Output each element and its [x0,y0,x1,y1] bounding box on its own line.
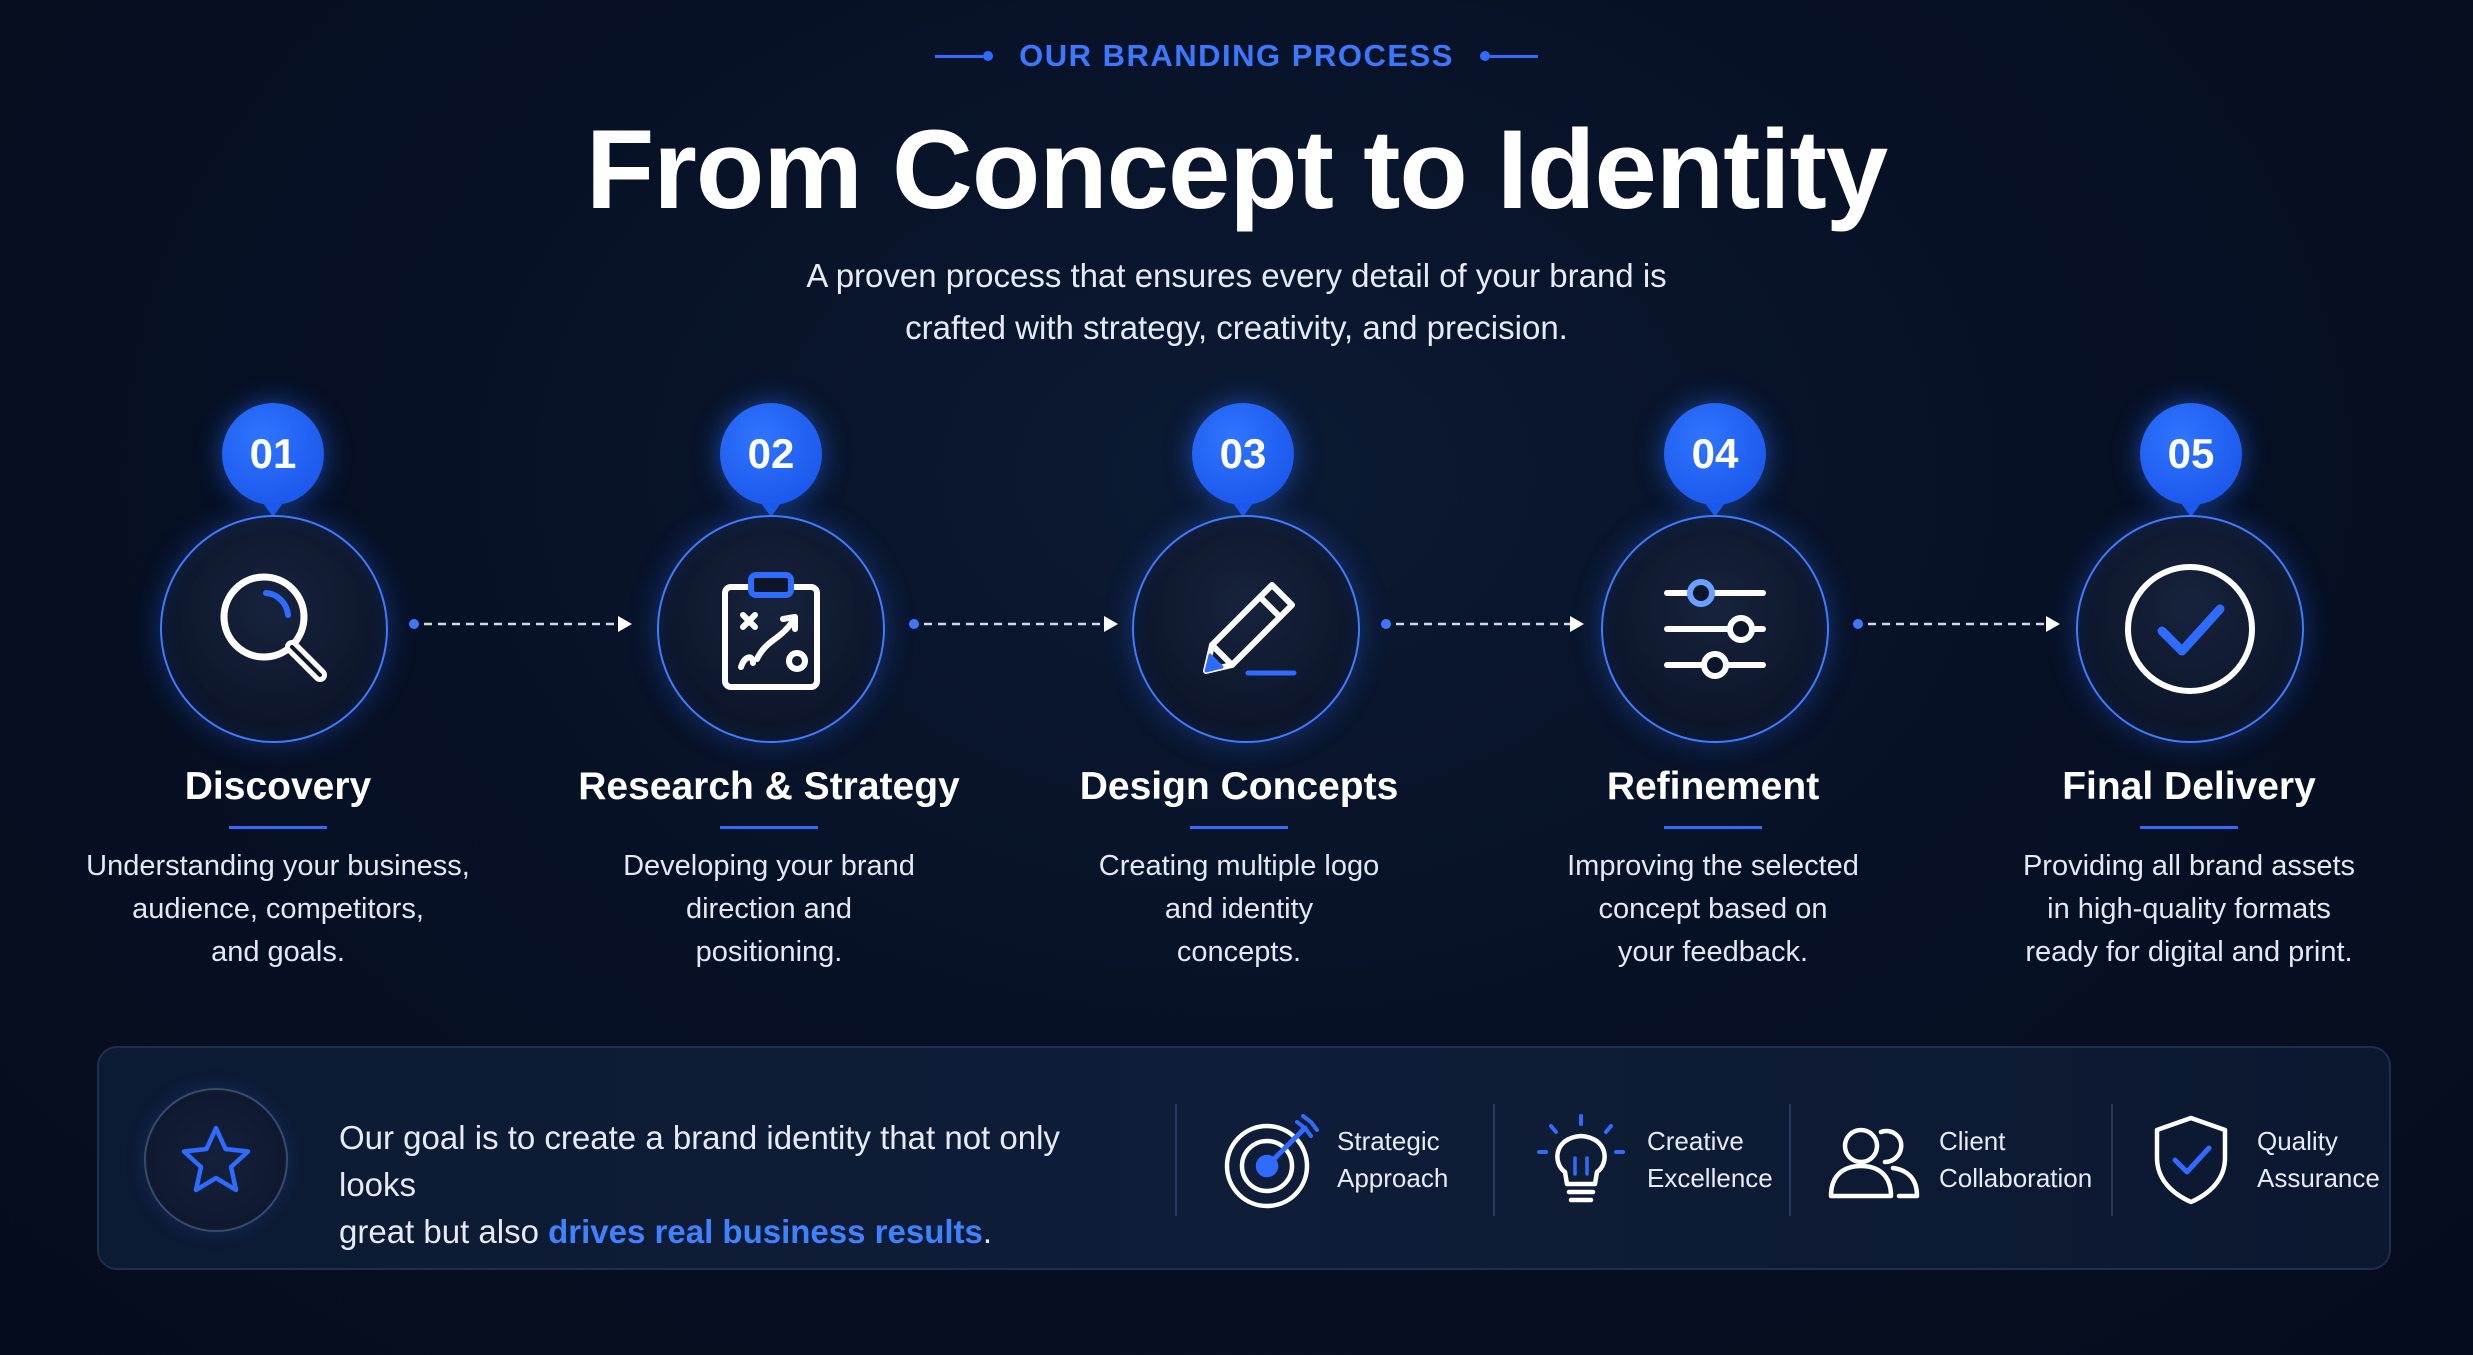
step-desc-line: and goals. [211,936,345,968]
step-icon-circle [657,515,885,743]
users-icon [1828,1127,1920,1199]
goal-line-2-prefix: great but also [339,1213,549,1250]
clipboard-strategy-icon [722,572,820,690]
step-description: Developing your brand direction and posi… [539,845,999,974]
connector-arrow [409,616,632,632]
feature-label: Strategic Approach [1337,1123,1448,1197]
divider [2111,1104,2113,1216]
goal-line-2: great but also drives real business resu… [339,1208,1139,1255]
checkmark-circle-icon [2125,564,2255,694]
feature-label: Client Collaboration [1939,1123,2092,1197]
step-description: Providing all brand assets in high-quali… [1959,845,2419,974]
connector-arrow [1381,616,1584,632]
eyebrow-right-line [1479,51,1538,61]
step-desc-line: ready for digital and print. [2025,936,2353,968]
step-number-badge: 05 [2140,403,2242,517]
feature-quality-assurance: Quality Assurance [2139,1100,2380,1220]
step-desc-line: positioning. [695,936,843,968]
step-underline [2140,826,2238,829]
feature-label-line: Excellence [1647,1163,1773,1193]
step-title: Refinement [1606,765,1820,808]
step-desc-line: Providing all brand assets [2022,850,2356,882]
feature-label-line: Assurance [2257,1163,2380,1193]
divider [1789,1104,1791,1216]
feature-creative-excellence: Creative Excellence [1529,1100,1773,1220]
magnifier-icon [220,573,327,682]
feature-label-line: Client [1939,1126,2006,1156]
goal-line-1: Our goal is to create a brand identity t… [339,1119,1060,1203]
step-description: Understanding your business, audience, c… [48,845,508,974]
step-number-badge: 01 [222,403,324,517]
step-title: Design Concepts [1079,765,1399,808]
divider [1175,1104,1177,1216]
step-underline [720,826,818,829]
star-badge [144,1088,288,1232]
feature-label-line: Quality [2257,1126,2338,1156]
step-title: Discovery [184,765,372,808]
step-icon-circle [2076,515,2304,743]
feature-label-line: Creative [1647,1126,1744,1156]
step-underline [229,826,327,829]
shield-check-icon [2154,1115,2228,1205]
feature-label: Creative Excellence [1647,1123,1773,1197]
eyebrow: OUR BRANDING PROCESS [0,38,2473,74]
step-underline [1190,826,1288,829]
feature-label: Quality Assurance [2257,1123,2380,1197]
step-desc-line: in high-quality formats [2047,893,2331,925]
lightbulb-icon [1537,1114,1625,1203]
feature-label-line: Strategic [1337,1126,1440,1156]
feature-client-collaboration: Client Collaboration [1821,1100,2092,1220]
step-number-badge: 03 [1192,403,1294,517]
feature-label-line: Approach [1337,1163,1449,1193]
page-title: From Concept to Identity [585,107,1888,232]
subtitle-line-2: crafted with strategy, creativity, and p… [905,309,1568,346]
goal-suffix: . [982,1213,993,1250]
step-desc-line: concept based on [1598,893,1828,925]
step-icon-circle [1132,515,1360,743]
page-subtitle: A proven process that ensures every deta… [0,250,2473,354]
step-title: Research & Strategy [578,765,960,808]
step-description: Improving the selected concept based on … [1483,845,1943,974]
step-desc-line: direction and [685,893,853,925]
connector-arrow [909,616,1118,632]
step-desc-line: your feedback. [1617,936,1809,968]
step-desc-line: concepts. [1176,936,1302,968]
step-icon-circle [160,515,388,743]
step-number-badge: 04 [1664,403,1766,517]
feature-label-line: Collaboration [1939,1163,2093,1193]
pencil-icon [1203,582,1297,676]
sliders-icon [1664,579,1766,679]
step-desc-line: and identity [1164,893,1314,925]
eyebrow-text: OUR BRANDING PROCESS [1019,38,1454,73]
subtitle-line-1: A proven process that ensures every deta… [806,257,1667,294]
step-desc-line: Creating multiple logo [1098,850,1380,882]
star-icon [181,1125,251,1193]
target-icon [1224,1114,1319,1209]
step-desc-line: Understanding your business, [86,850,470,882]
step-icon-circle [1601,515,1829,743]
step-desc-line: Improving the selected [1567,850,1859,882]
goal-highlight: drives real business results [548,1213,983,1250]
step-desc-line: Developing your brand [623,850,915,882]
step-description: Creating multiple logo and identity conc… [1009,845,1469,974]
step-title: Final Delivery [2062,765,2316,808]
step-underline [1664,826,1762,829]
feature-strategic-approach: Strategic Approach [1219,1100,1448,1220]
goal-statement: Our goal is to create a brand identity t… [339,1114,1139,1255]
step-number-badge: 02 [720,403,822,517]
goal-panel: Our goal is to create a brand identity t… [97,1046,2391,1270]
connector-arrow [1853,616,2060,632]
divider [1493,1104,1495,1216]
step-desc-line: audience, competitors, [132,893,424,925]
eyebrow-left-line [935,51,994,61]
